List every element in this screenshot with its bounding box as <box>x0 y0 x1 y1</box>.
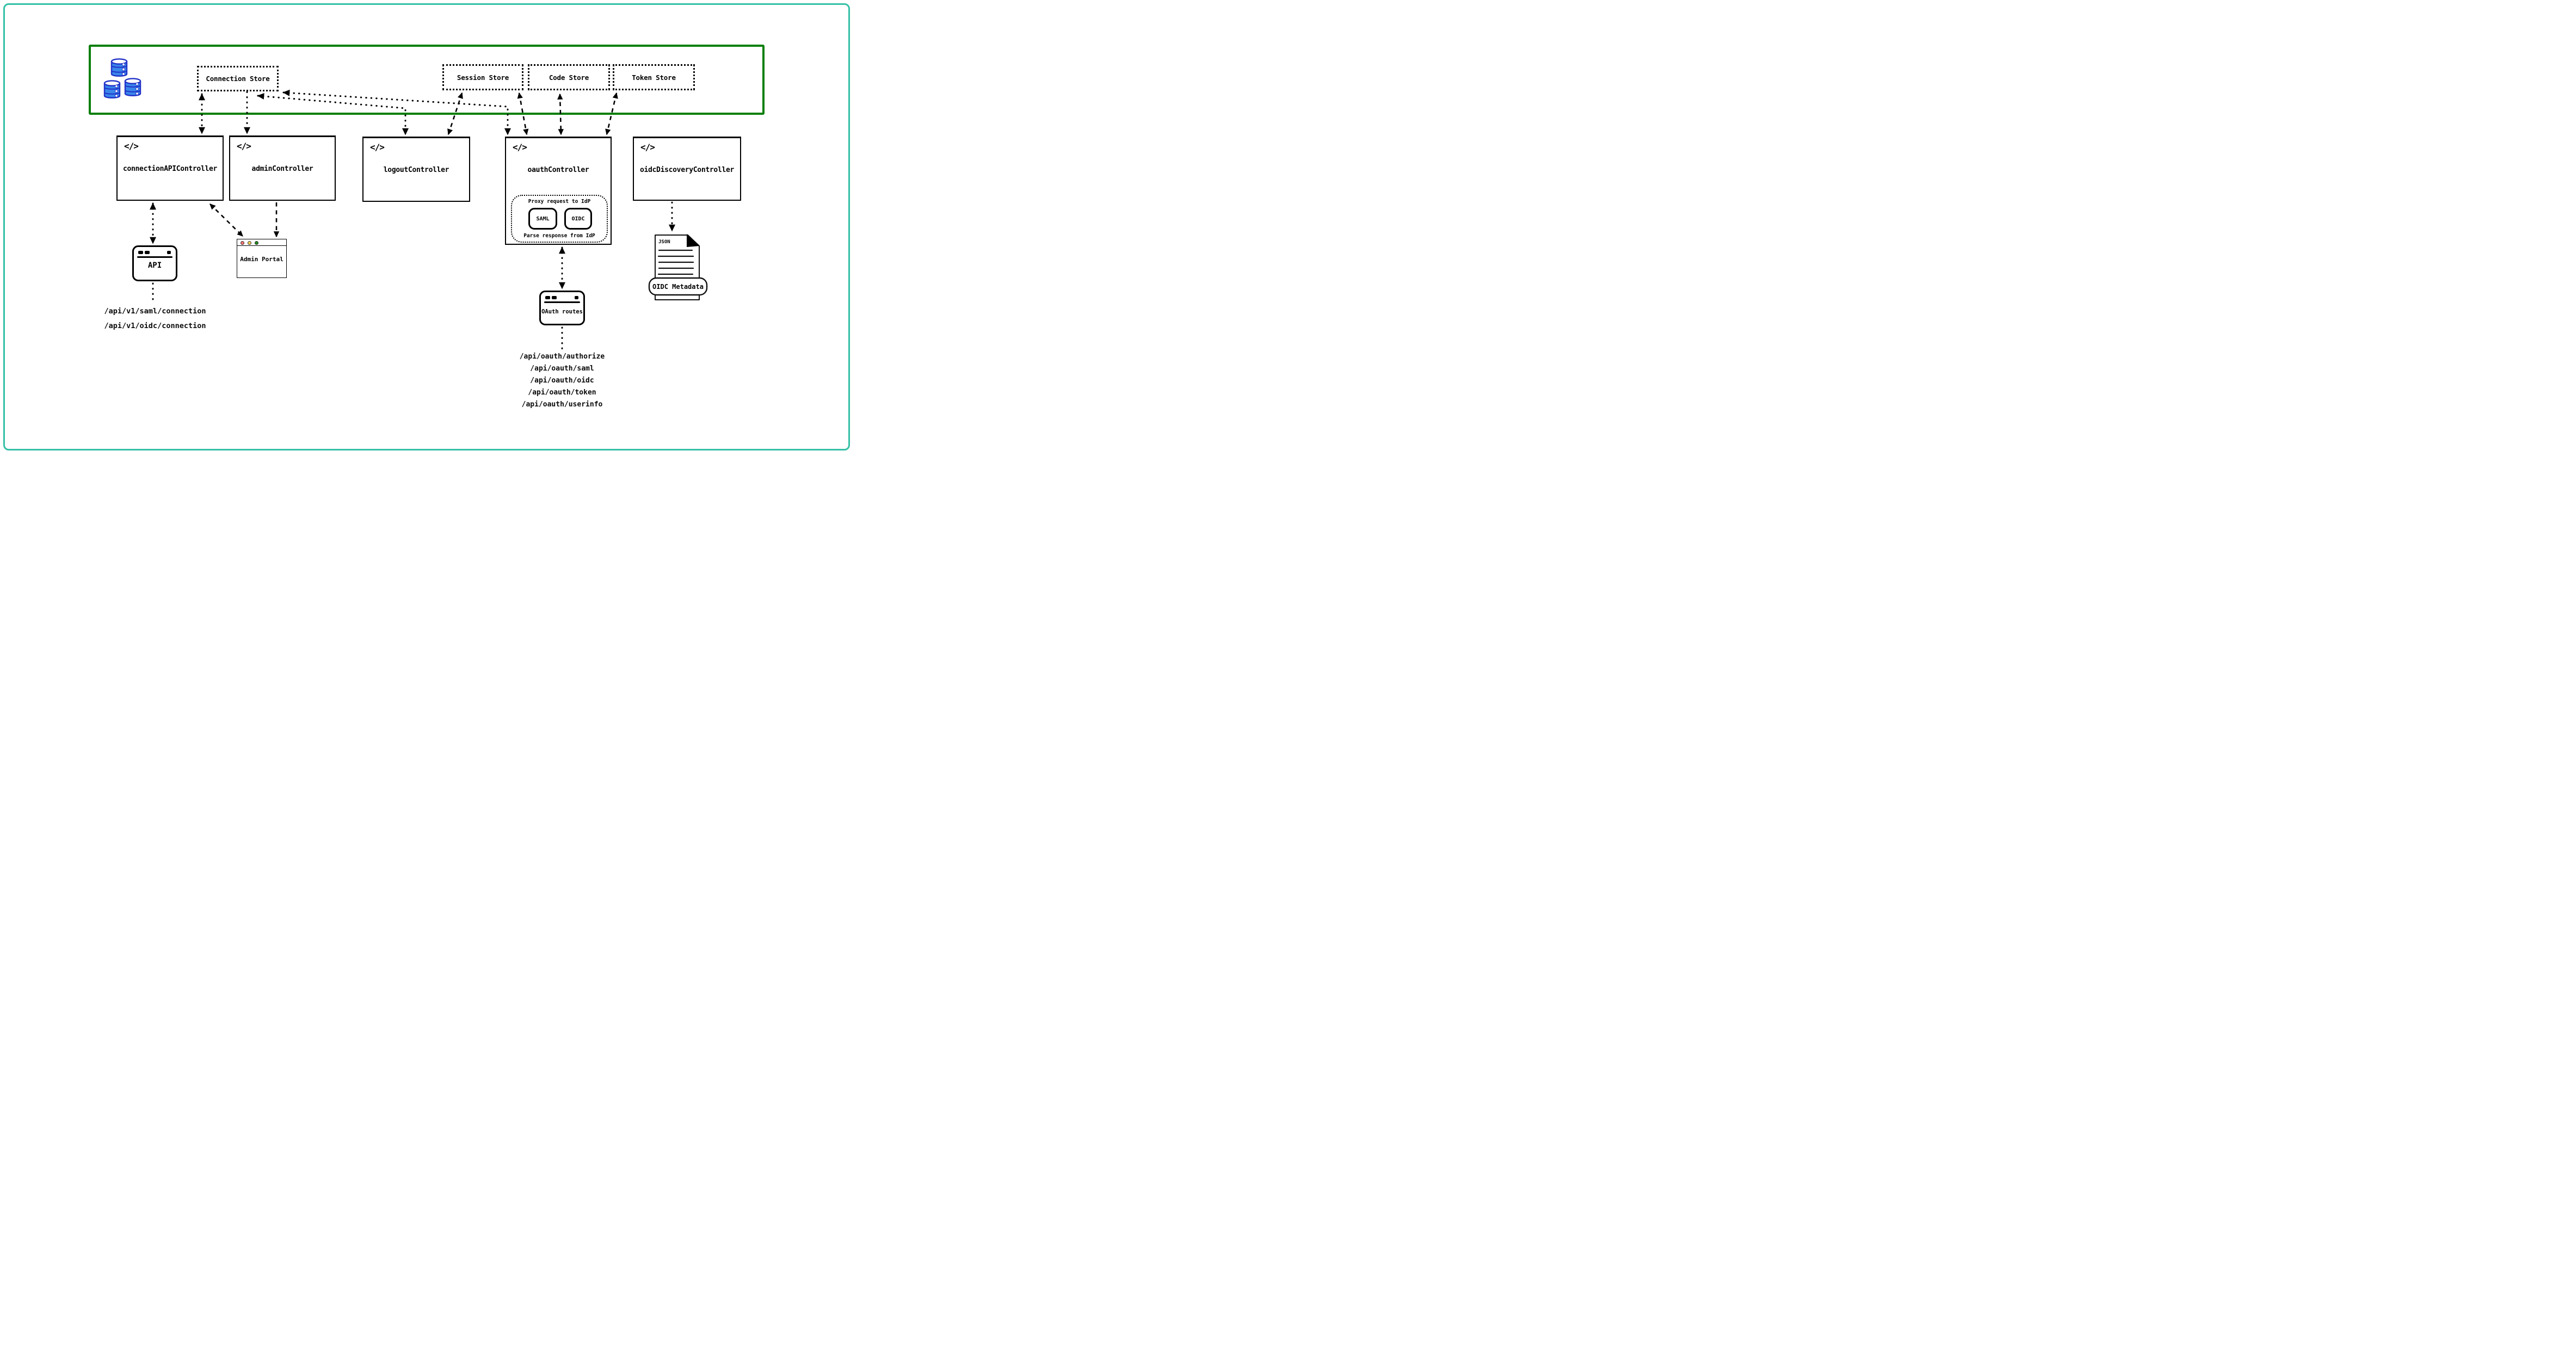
oauth-route-list: /api/oauth/authorize /api/oauth/saml /ap… <box>502 351 622 411</box>
route-endpoint: /api/v1/oidc/connection <box>104 322 206 330</box>
folded-corner-icon <box>687 234 700 247</box>
document-text-lines <box>657 249 694 275</box>
proxy-request-label: Proxy request to IdP <box>528 199 591 205</box>
token-store-box: Token Store <box>613 64 695 90</box>
saml-label: SAML <box>536 215 550 222</box>
code-icon: </> <box>124 141 139 151</box>
oidc-metadata-label: OIDC Metadata <box>652 283 704 291</box>
minimize-traffic-light <box>248 240 251 245</box>
diagram-canvas: Connection Store Session Store Code Stor… <box>0 0 853 454</box>
route-endpoint: /api/oauth/oidc <box>530 377 594 385</box>
route-endpoint: /api/v1/saml/connection <box>104 307 206 316</box>
route-endpoint: /api/oauth/token <box>528 388 596 397</box>
code-icon: </> <box>237 141 251 151</box>
oauth-controller-label: oauthController <box>527 166 589 174</box>
oidc-discovery-controller-label: oidcDiscoveryController <box>639 166 735 174</box>
admin-controller-box: </> adminController <box>229 135 336 201</box>
code-icon: </> <box>370 142 385 152</box>
zoom-traffic-light <box>255 240 258 245</box>
window-titlebar <box>237 239 286 246</box>
logout-controller-box: </> logoutController <box>362 137 470 202</box>
browser-dot <box>167 251 171 254</box>
oauth-routes-box: OAuth routes <box>539 291 585 325</box>
admin-portal-window: Admin Portal <box>237 239 287 278</box>
browser-dot <box>575 296 578 299</box>
browser-dot <box>145 251 150 254</box>
session-store-label: Session Store <box>457 73 509 82</box>
oidc-discovery-controller-box: </> oidcDiscoveryController <box>633 137 741 201</box>
session-store-box: Session Store <box>442 64 523 90</box>
connection-store-label: Connection Store <box>206 75 270 83</box>
browser-dot <box>552 296 557 299</box>
browser-bar-line <box>544 301 580 303</box>
token-store-label: Token Store <box>632 73 676 82</box>
api-label: API <box>147 261 162 270</box>
json-file-type-label: JSON <box>658 239 670 245</box>
logout-controller-label: logoutController <box>383 166 449 174</box>
browser-dot <box>138 251 143 254</box>
idp-proxy-flow-box: Proxy request to IdP SAML OIDC Parse res… <box>511 195 608 243</box>
code-store-box: Code Store <box>528 64 610 90</box>
parse-response-label: Parse response from IdP <box>523 233 595 239</box>
oauth-controller-box: </> oauthController Proxy request to IdP… <box>505 137 612 245</box>
close-traffic-light <box>241 240 244 245</box>
connection-store-box: Connection Store <box>197 66 279 91</box>
admin-portal-label: Admin Portal <box>240 256 284 263</box>
api-client-box: API <box>132 245 177 281</box>
route-endpoint: /api/oauth/userinfo <box>521 400 603 409</box>
oidc-protocol-box: OIDC <box>564 208 592 230</box>
saml-protocol-box: SAML <box>528 208 557 230</box>
database-icon <box>103 58 141 98</box>
code-icon: </> <box>640 142 655 152</box>
route-endpoint: /api/oauth/saml <box>530 365 594 373</box>
oidc-metadata-document: JSON OIDC Metadata <box>648 234 708 300</box>
browser-bar-line <box>137 256 172 258</box>
oidc-label: OIDC <box>571 215 585 222</box>
connection-api-controller-label: connectionAPIController <box>122 165 218 173</box>
browser-dot <box>545 296 550 299</box>
outer-frame <box>3 3 850 451</box>
oauth-routes-label: OAuth routes <box>541 308 583 315</box>
route-endpoint: /api/oauth/authorize <box>519 353 605 361</box>
code-store-label: Code Store <box>549 73 589 82</box>
code-icon: </> <box>513 142 527 152</box>
connection-api-controller-box: </> connectionAPIController <box>116 135 224 201</box>
admin-controller-label: adminController <box>251 165 313 173</box>
api-route-list: /api/v1/saml/connection /api/v1/oidc/con… <box>90 304 220 334</box>
